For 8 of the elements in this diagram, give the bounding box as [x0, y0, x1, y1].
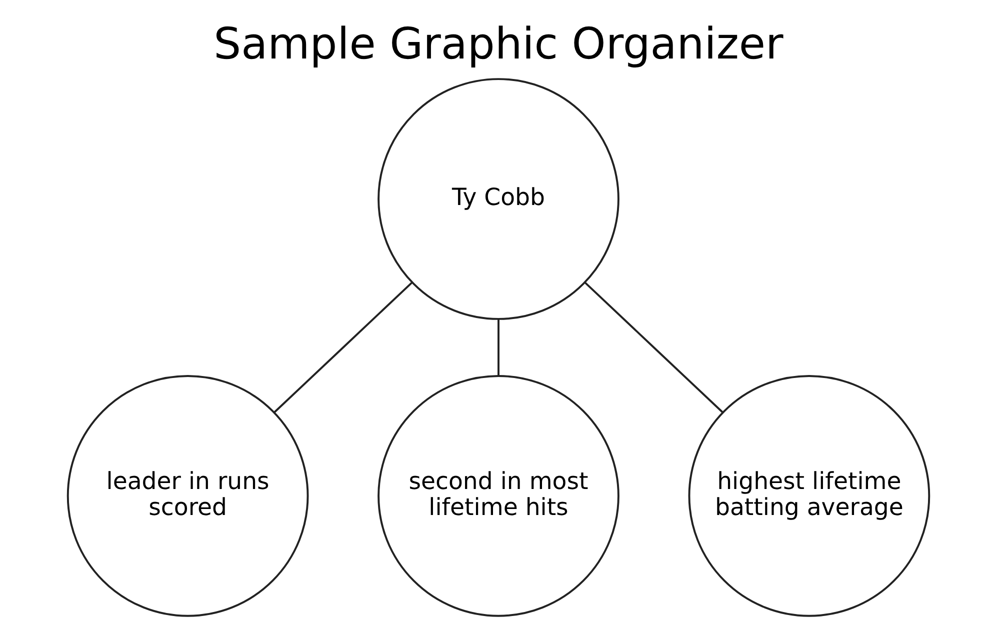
diagram-title: Sample Graphic Organizer [213, 20, 783, 70]
connector [584, 282, 723, 413]
connector [273, 282, 412, 413]
node-circle: highest lifetime batting average [688, 375, 930, 617]
node-circle: Ty Cobb [377, 78, 619, 320]
node-circle: second in most lifetime hits [377, 375, 619, 617]
node-circle: leader in runs scored [66, 375, 308, 617]
connector [497, 319, 499, 376]
